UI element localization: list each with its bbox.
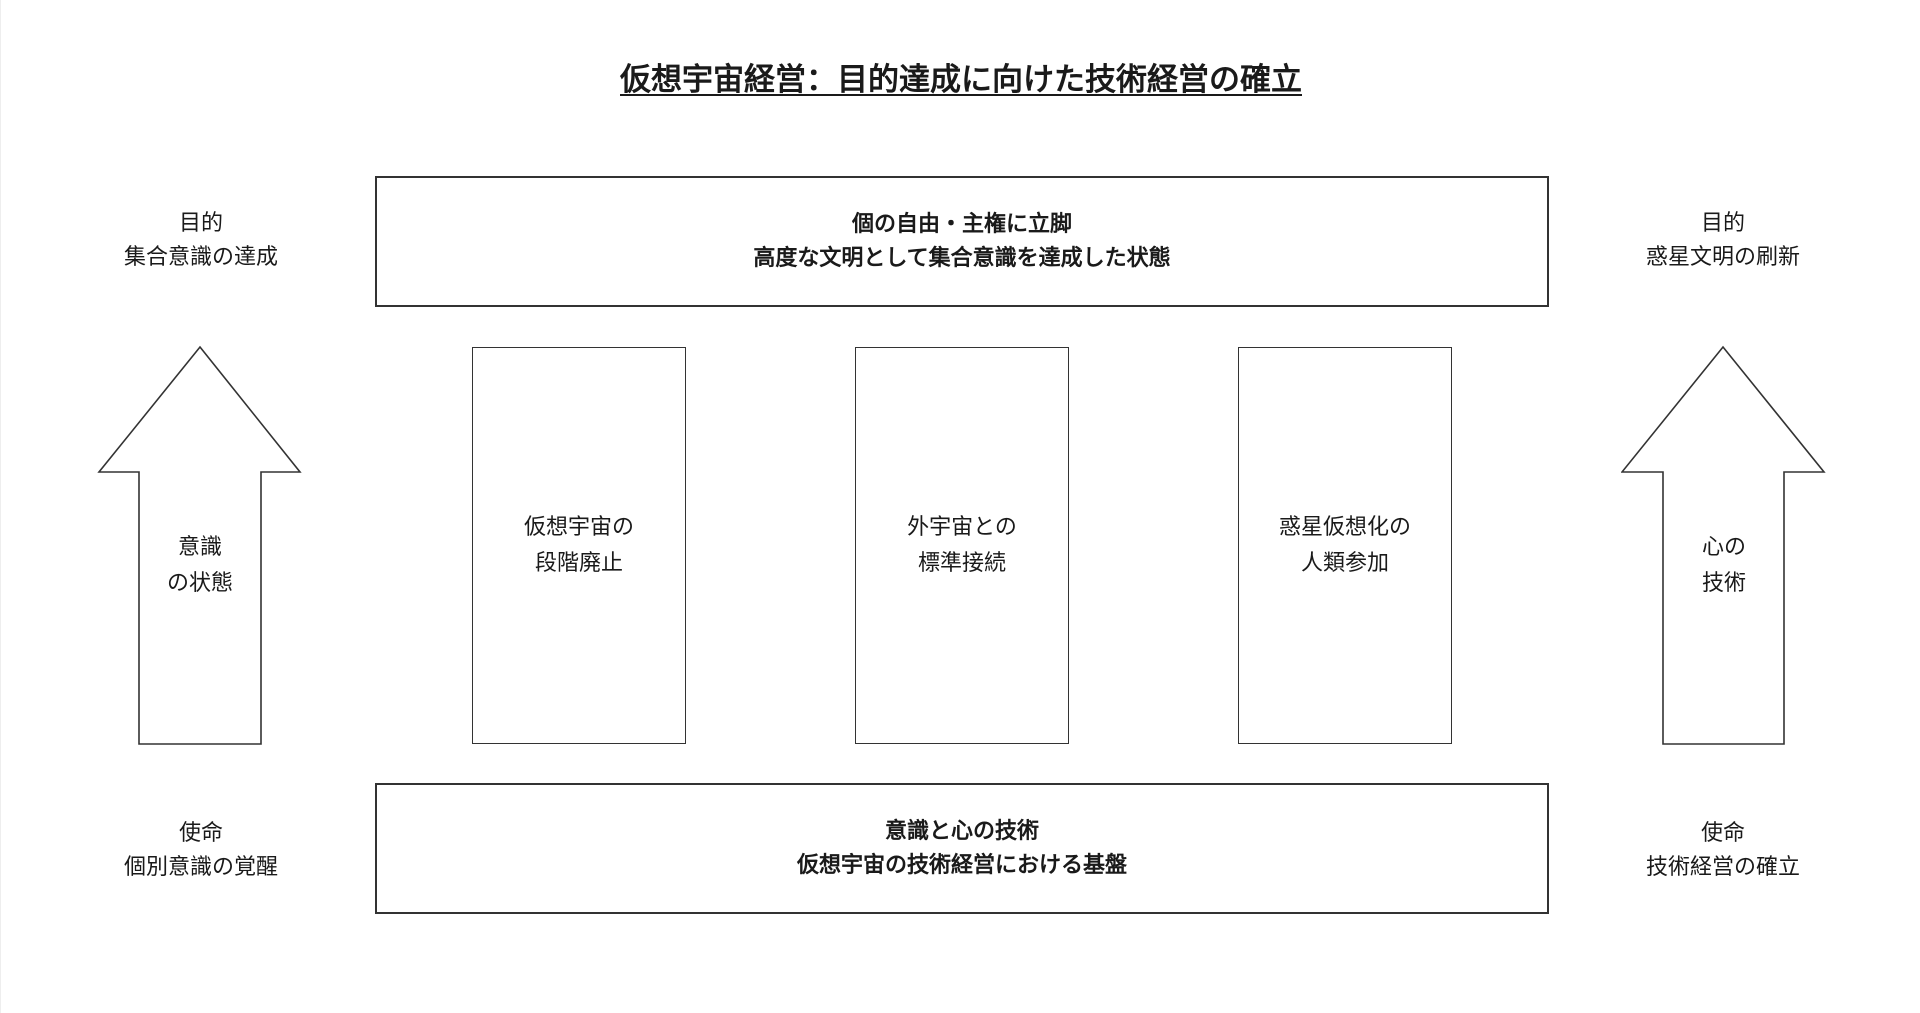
pillar-human-participation: 惑星仮想化の 人類参加 (1238, 347, 1452, 744)
right-arrow-label: 心の 技術 (1621, 530, 1827, 602)
right-goal-text: 惑星文明の刷新 (1645, 245, 1800, 270)
bottom-foundation-line1: 意識と心の技術 (884, 818, 1039, 844)
top-vision-line1: 個の自由・主権に立脚 (851, 211, 1072, 237)
pillar-3-line1: 惑星仮想化の (1278, 514, 1411, 540)
right-arrow-line2: 技術 (1701, 571, 1746, 596)
right-arrow: 心の 技術 (1621, 345, 1827, 747)
left-arrow-line1: 意識 (177, 535, 222, 560)
top-vision-line2: 高度な文明として集合意識を達成した状態 (753, 245, 1171, 271)
pillar-2-line1: 外宇宙との (907, 514, 1017, 540)
diagram-title: 仮想宇宙経営：目的達成に向けた技術経営の確立 (1, 60, 1920, 100)
bottom-foundation-box: 意識と心の技術 仮想宇宙の技術経営における基盤 (375, 783, 1549, 914)
right-mission-label: 使命 技術経営の確立 (1603, 817, 1843, 885)
top-vision-box: 個の自由・主権に立脚 高度な文明として集合意識を達成した状態 (375, 176, 1549, 307)
pillar-standard-connection: 外宇宙との 標準接続 (855, 347, 1069, 744)
right-mission-text: 技術経営の確立 (1645, 855, 1800, 880)
up-arrow-icon (1621, 345, 1826, 745)
pillar-2-line2: 標準接続 (917, 550, 1006, 576)
right-goal-heading: 目的 (1700, 211, 1745, 236)
right-arrow-line1: 心の (1701, 535, 1746, 560)
left-mission-label: 使命 個別意識の覚醒 (81, 817, 321, 885)
diagram-title-text: 仮想宇宙経営：目的達成に向けた技術経営の確立 (620, 62, 1302, 98)
pillar-3-line2: 人類参加 (1300, 550, 1389, 576)
left-mission-text: 個別意識の覚醒 (123, 855, 278, 880)
pillar-1-line2: 段階廃止 (534, 550, 623, 576)
left-goal-heading: 目的 (178, 211, 223, 236)
left-goal-text: 集合意識の達成 (123, 245, 278, 270)
left-arrow-line2: の状態 (166, 571, 233, 596)
right-goal-label: 目的 惑星文明の刷新 (1603, 207, 1843, 275)
left-arrow-label: 意識 の状態 (97, 530, 303, 602)
pillar-phase-out: 仮想宇宙の 段階廃止 (472, 347, 686, 744)
pillar-1-line1: 仮想宇宙の (523, 514, 634, 540)
up-arrow-icon (97, 345, 302, 745)
bottom-foundation-line2: 仮想宇宙の技術経営における基盤 (796, 852, 1127, 878)
right-mission-heading: 使命 (1700, 821, 1745, 846)
left-arrow: 意識 の状態 (97, 345, 303, 747)
left-mission-heading: 使命 (178, 821, 223, 846)
left-goal-label: 目的 集合意識の達成 (81, 207, 321, 275)
